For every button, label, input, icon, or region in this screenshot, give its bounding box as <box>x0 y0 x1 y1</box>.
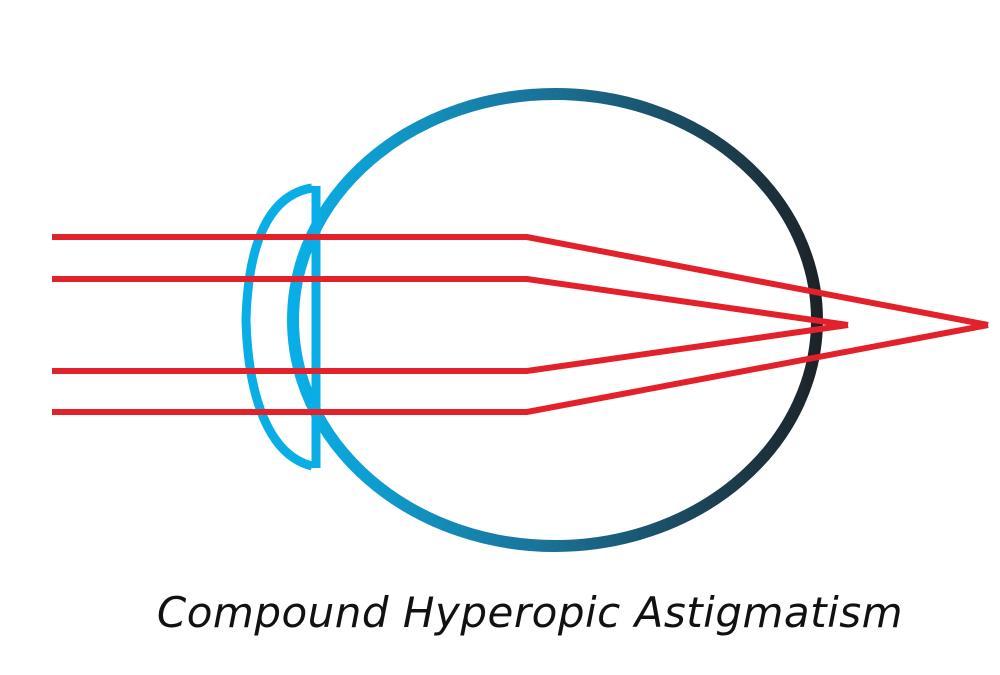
diagram-caption: Compound Hyperopic Astigmatism <box>156 588 904 637</box>
eyeball-outline <box>287 88 823 552</box>
cornea <box>241 183 314 471</box>
ray-outer-top <box>52 234 989 328</box>
ray-inner-top <box>52 276 849 328</box>
ray-outer-bottom <box>52 322 989 415</box>
ray-inner-bottom <box>52 322 849 374</box>
